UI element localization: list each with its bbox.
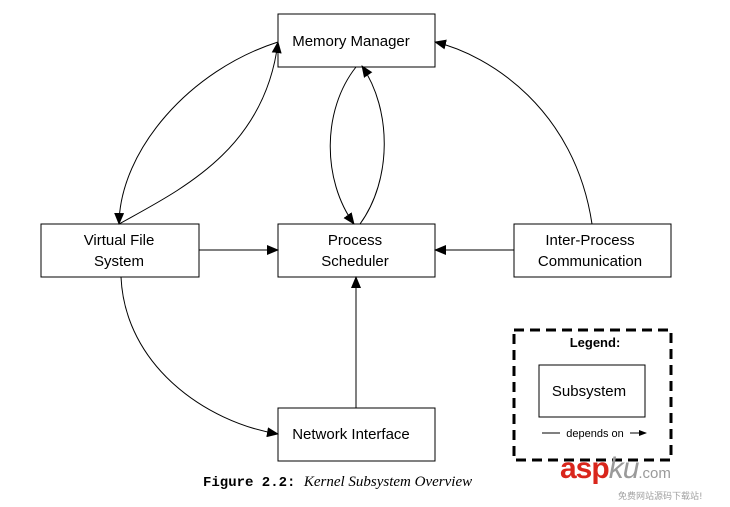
network-interface-label: Network Interface	[292, 426, 410, 443]
legend-subsystem-label: Subsystem	[552, 383, 626, 400]
watermark-subtitle: 免费网站源码下载站!	[618, 492, 703, 502]
inter-process-communication-node: Inter-Process Communication	[513, 223, 672, 278]
virtual-file-system-node: Virtual File System	[40, 223, 200, 278]
vfs-label-line1: Virtual File	[84, 232, 155, 249]
network-interface-node: Network Interface	[277, 407, 436, 462]
legend-subsystem-sample: Subsystem	[538, 364, 646, 418]
watermark-logo: aspku.com	[560, 452, 671, 486]
watermark-domain: .com	[638, 465, 671, 482]
legend-title: Legend:	[570, 335, 621, 350]
scheduler-label-line2: Scheduler	[321, 253, 389, 270]
memory-manager-node: Memory Manager	[277, 13, 436, 68]
edge-vfs-to-memory-manager	[118, 41, 282, 225]
edge-ipc-to-memory-manager	[434, 39, 593, 225]
ipc-label-line2: Communication	[538, 253, 642, 270]
figure-caption-title: Kernel Subsystem Overview	[303, 474, 473, 490]
edge-memory-manager-to-scheduler	[329, 66, 357, 225]
watermark-brand: asp	[560, 452, 610, 485]
process-scheduler-node: Process Scheduler	[277, 223, 436, 278]
vfs-label-line2: System	[94, 253, 144, 270]
scheduler-label-line1: Process	[328, 232, 382, 249]
edge-vfs-to-network-interface	[120, 276, 279, 438]
memory-manager-label: Memory Manager	[292, 33, 410, 50]
legend: Legend: Subsystem depends on	[512, 328, 673, 462]
edge-scheduler-to-memory-manager	[359, 65, 385, 225]
edge-memory-manager-to-vfs	[114, 41, 279, 225]
legend-depends-on-label: depends on	[566, 428, 624, 440]
ipc-label-line1: Inter-Process	[545, 232, 634, 249]
figure-caption-label: Figure 2.2:	[203, 475, 296, 491]
watermark-brand-ku: ku	[608, 452, 640, 485]
figure-caption: Figure 2.2: Kernel Subsystem Overview	[203, 474, 472, 491]
